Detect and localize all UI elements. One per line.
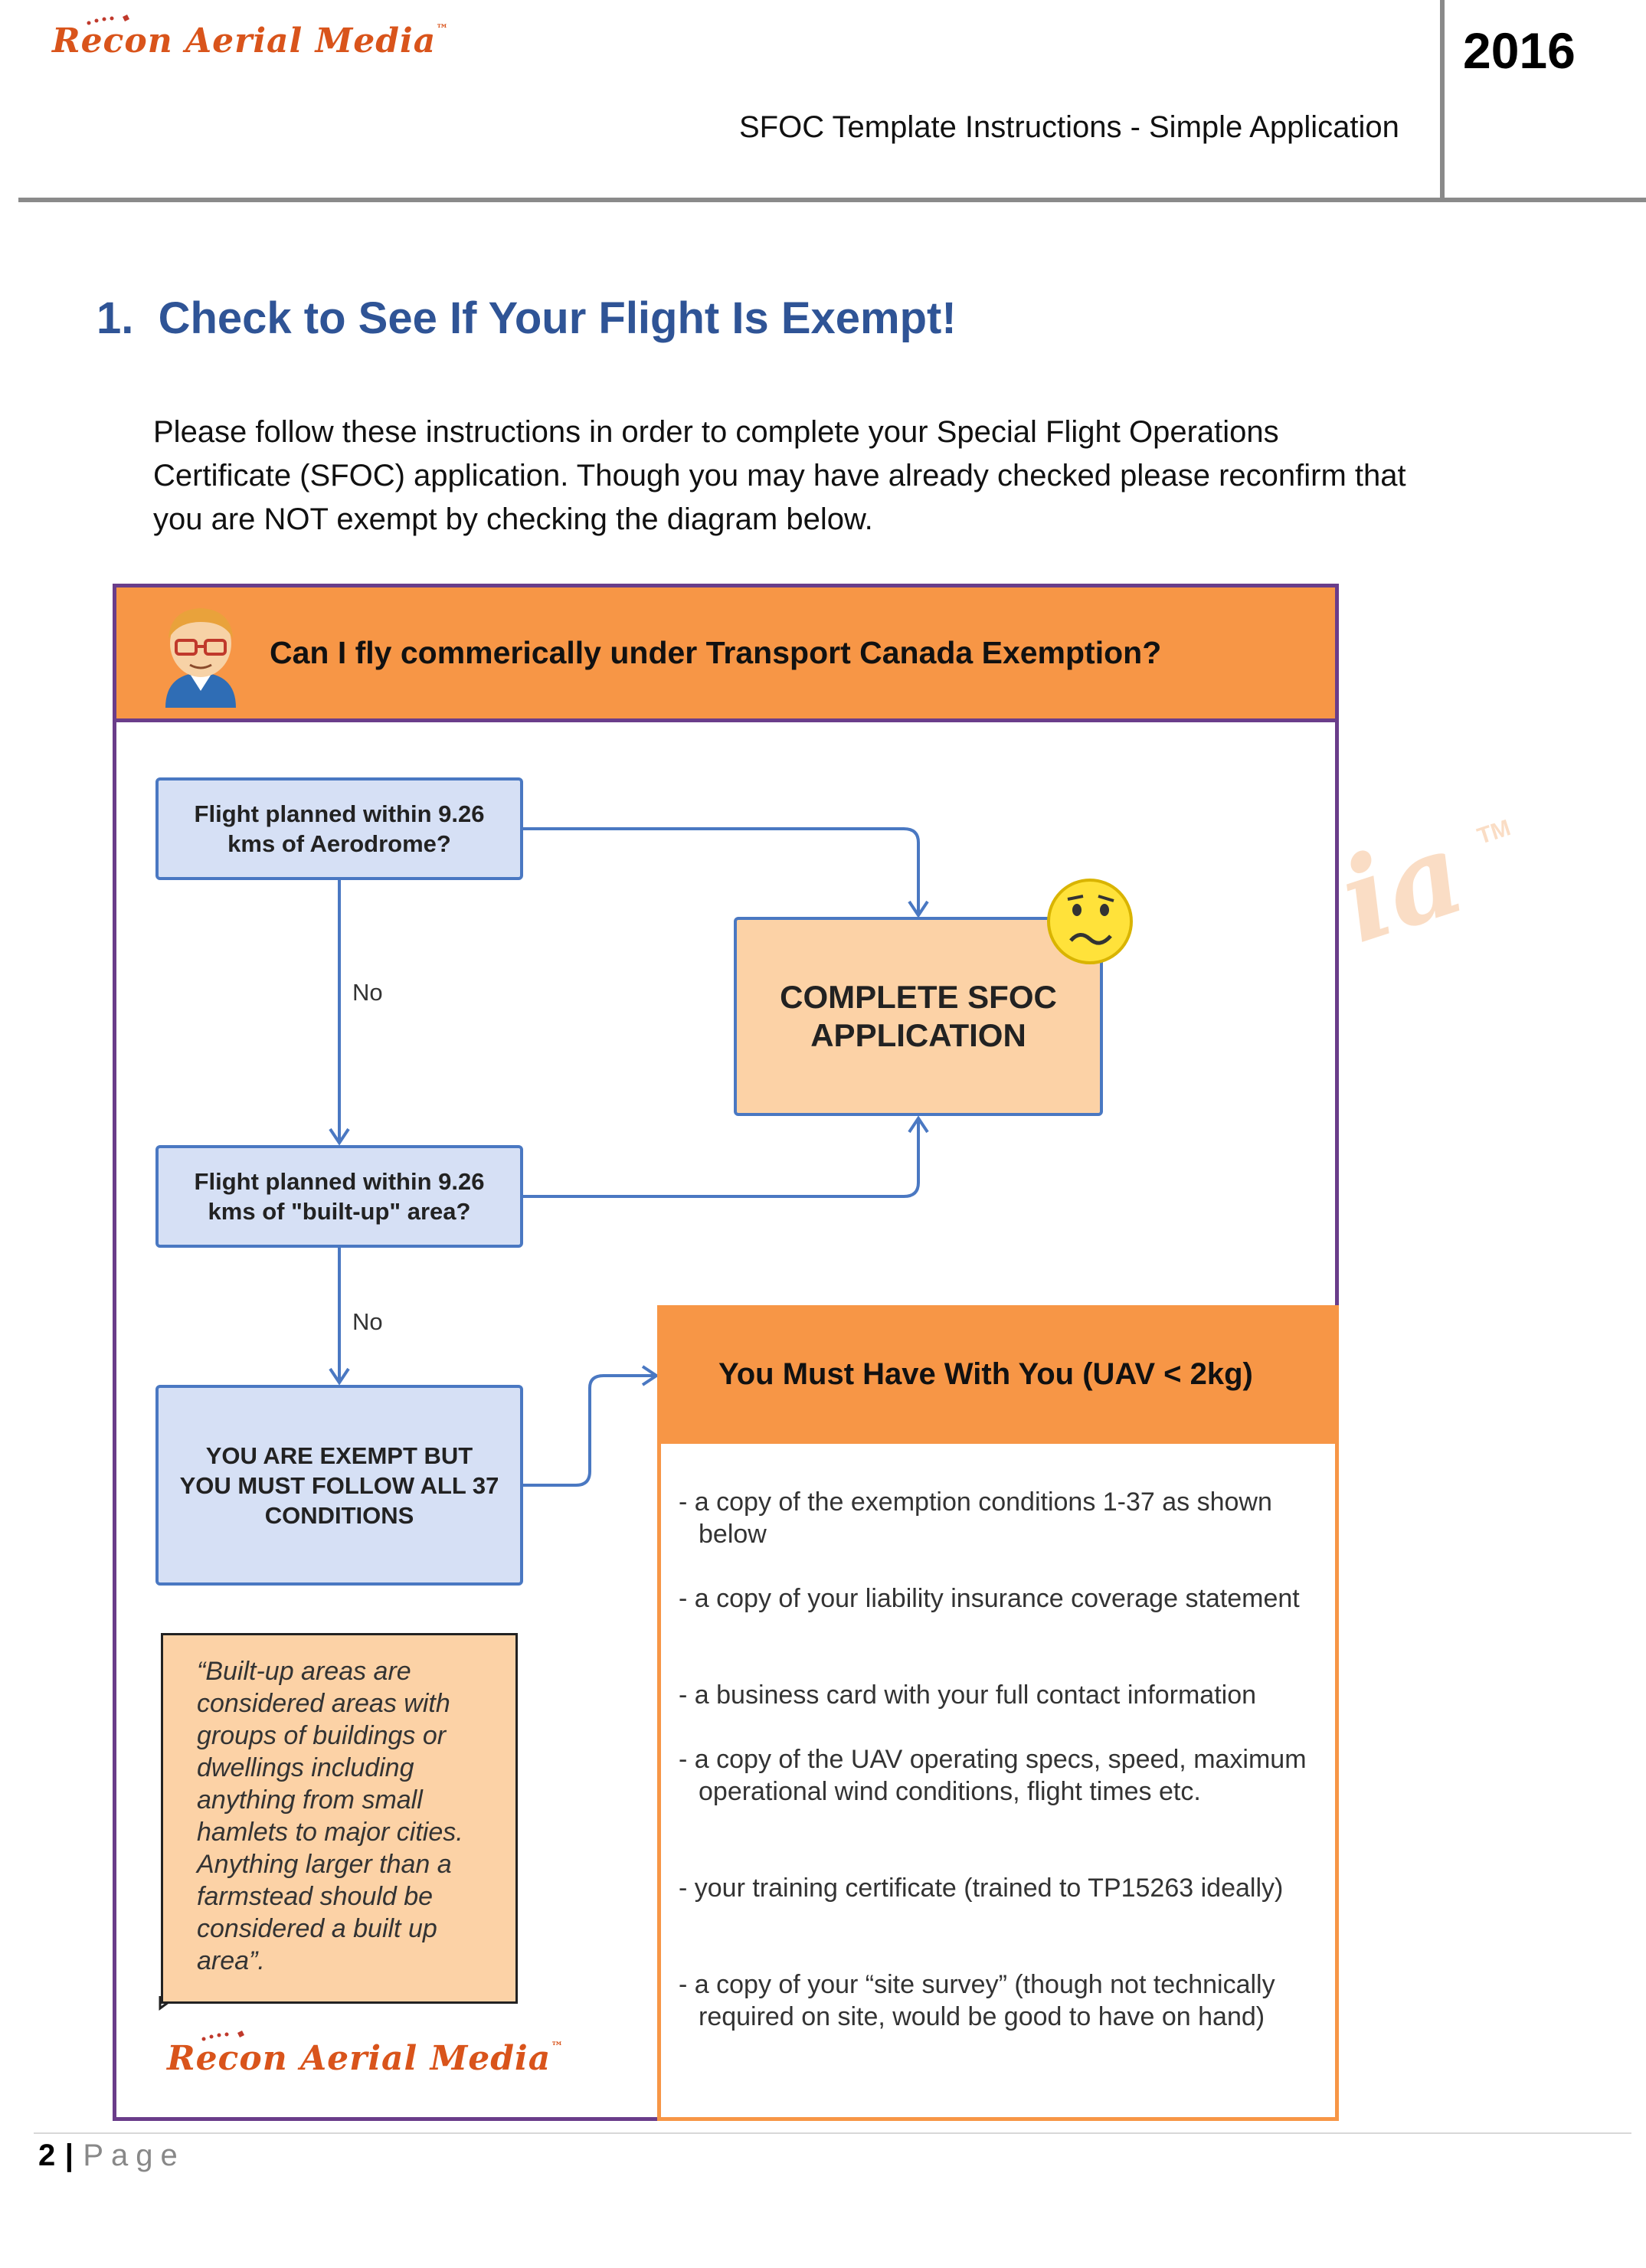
question-built-up-area: Flight planned within 9.26 kms of "built… <box>155 1145 523 1248</box>
no-label-built-up: No <box>352 1308 383 1335</box>
banner-divider <box>116 718 1335 722</box>
infographic-logo-tm: ™ <box>551 2039 564 2054</box>
intro-paragraph: Please follow these instructions in orde… <box>153 415 1406 536</box>
page-label: Page <box>83 2139 185 2172</box>
person-avatar-icon <box>150 601 251 708</box>
built-up-area-note: “Built-up areas are considered areas wit… <box>161 1633 518 2004</box>
header-logo-dots <box>83 14 136 25</box>
page-separator: | <box>64 2139 74 2172</box>
must-have-item: - a business card with your full contact… <box>679 1681 1257 1710</box>
infographic-logo-dots <box>198 2030 251 2041</box>
page-footer: 2 | Page <box>38 2139 185 2173</box>
arrow-q1-to-sfoc <box>523 827 920 914</box>
header-subtitle: SFOC Template Instructions - Simple Appl… <box>739 110 1399 144</box>
section-title: 1. Check to See If Your Flight Is Exempt… <box>97 293 957 343</box>
page-number: 2 <box>38 2139 56 2172</box>
must-have-item: - your training certificate (trained to … <box>679 1874 1284 1903</box>
worried-face-icon <box>1045 876 1135 967</box>
question-aerodrome: Flight planned within 9.26 kms of Aerodr… <box>155 777 523 880</box>
footer-rule <box>34 2132 1631 2134</box>
must-have-header <box>661 1309 1335 1442</box>
header-logo: Recon Aerial Media™ <box>52 21 449 61</box>
infographic-banner <box>116 587 1335 721</box>
arrow-q2-to-sfoc <box>523 1120 920 1198</box>
infographic-logo: Recon Aerial Media™ <box>167 2039 564 2078</box>
complete-sfoc-box: COMPLETE SFOC APPLICATION <box>734 917 1103 1116</box>
must-have-item: - a copy of the UAV operating specs, spe… <box>679 1745 1307 1806</box>
must-have-divider <box>661 1440 1335 1444</box>
must-have-list: - a copy of the exemption conditions 1-3… <box>679 1486 1322 2068</box>
must-have-title: You Must Have With You (UAV < 2kg) <box>718 1357 1253 1391</box>
infographic-logo-text: Recon Aerial Media <box>167 2039 551 2078</box>
header-logo-tm: ™ <box>436 21 450 36</box>
must-have-item: - a copy of your “site survey” (though n… <box>679 1970 1275 2031</box>
must-have-item: - a copy of your liability insurance cov… <box>679 1584 1300 1613</box>
header-vertical-rule <box>1440 0 1445 201</box>
header-logo-text: Recon Aerial Media <box>52 21 437 61</box>
infographic-banner-title: Can I fly commerically under Transport C… <box>270 635 1162 670</box>
exempt-result-box: YOU ARE EXEMPT BUT YOU MUST FOLLOW ALL 3… <box>155 1385 523 1586</box>
no-label-aerodrome: No <box>352 979 383 1006</box>
header-year: 2016 <box>1463 22 1576 79</box>
must-have-item: - a copy of the exemption conditions 1-3… <box>679 1487 1272 1549</box>
arrow-exempt-to-must-have <box>523 1374 655 1487</box>
header-horizontal-rule <box>18 198 1646 202</box>
note-tail <box>158 1996 173 2011</box>
